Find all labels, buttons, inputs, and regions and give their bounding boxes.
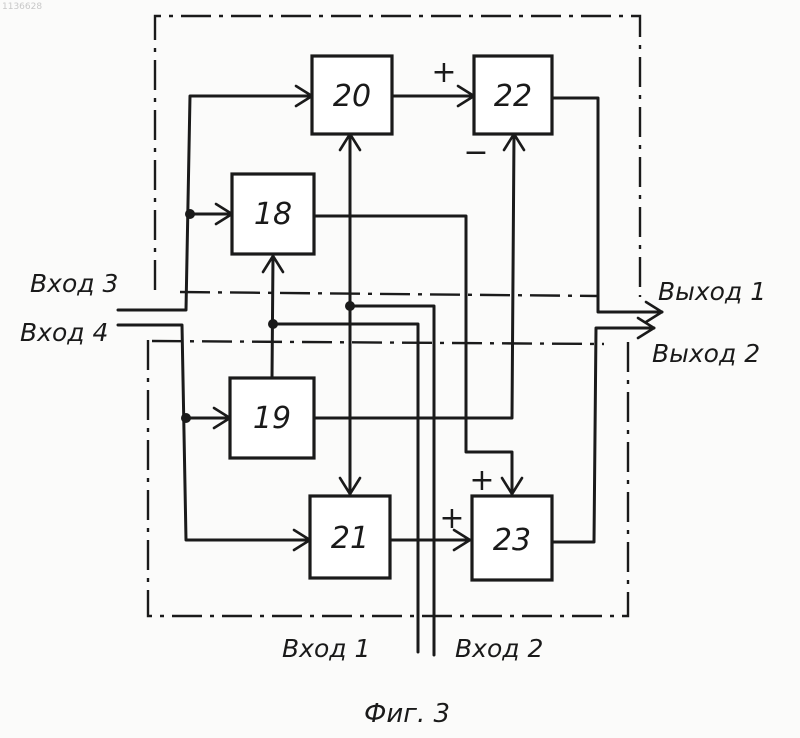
input1-label: Вход 1 (282, 634, 370, 663)
block-21-label: 21 (331, 521, 369, 556)
block-23: 23 (472, 496, 552, 580)
junction-input4 (181, 413, 191, 423)
block-20: 20 (312, 56, 392, 134)
block-22-minus-sign: − (463, 135, 488, 170)
input4-label: Вход 4 (20, 318, 108, 347)
wire-19-to-22 (314, 134, 514, 418)
block-23-plus-left-sign: + (439, 501, 464, 536)
wire-18-to-23 (314, 216, 512, 494)
block-22-label: 22 (494, 79, 532, 114)
junction-19-18 (268, 319, 278, 329)
block-18-label: 18 (254, 197, 292, 232)
wire-19-to-18 (272, 256, 273, 378)
lower-divider-line (152, 341, 604, 344)
input2-label: Вход 2 (455, 634, 543, 663)
block-19-label: 19 (253, 401, 291, 436)
block-22: 22 (474, 56, 552, 134)
block-18: 18 (232, 174, 314, 254)
wire-22-to-output1 (552, 98, 662, 312)
wire-23-to-output2 (552, 328, 654, 542)
block-21: 21 (310, 496, 390, 578)
figure-caption: Фиг. 3 (364, 699, 450, 729)
block-22-plus-sign: + (431, 55, 456, 90)
block-23-label: 23 (493, 523, 531, 558)
input3-label: Вход 3 (30, 269, 118, 298)
output2-label: Выход 2 (652, 339, 760, 368)
block-23-plus-top-sign: + (469, 463, 494, 498)
output1-label: Выход 1 (658, 277, 766, 306)
junction-input3 (185, 209, 195, 219)
upper-divider-line (180, 292, 598, 296)
block-20-label: 20 (333, 79, 371, 114)
block-19: 19 (230, 378, 314, 458)
archive-stamp: 1136628 (2, 2, 42, 12)
wire-node-to-input2 (350, 306, 434, 655)
junction-20-21 (345, 301, 355, 311)
upper-module-border (155, 16, 640, 297)
